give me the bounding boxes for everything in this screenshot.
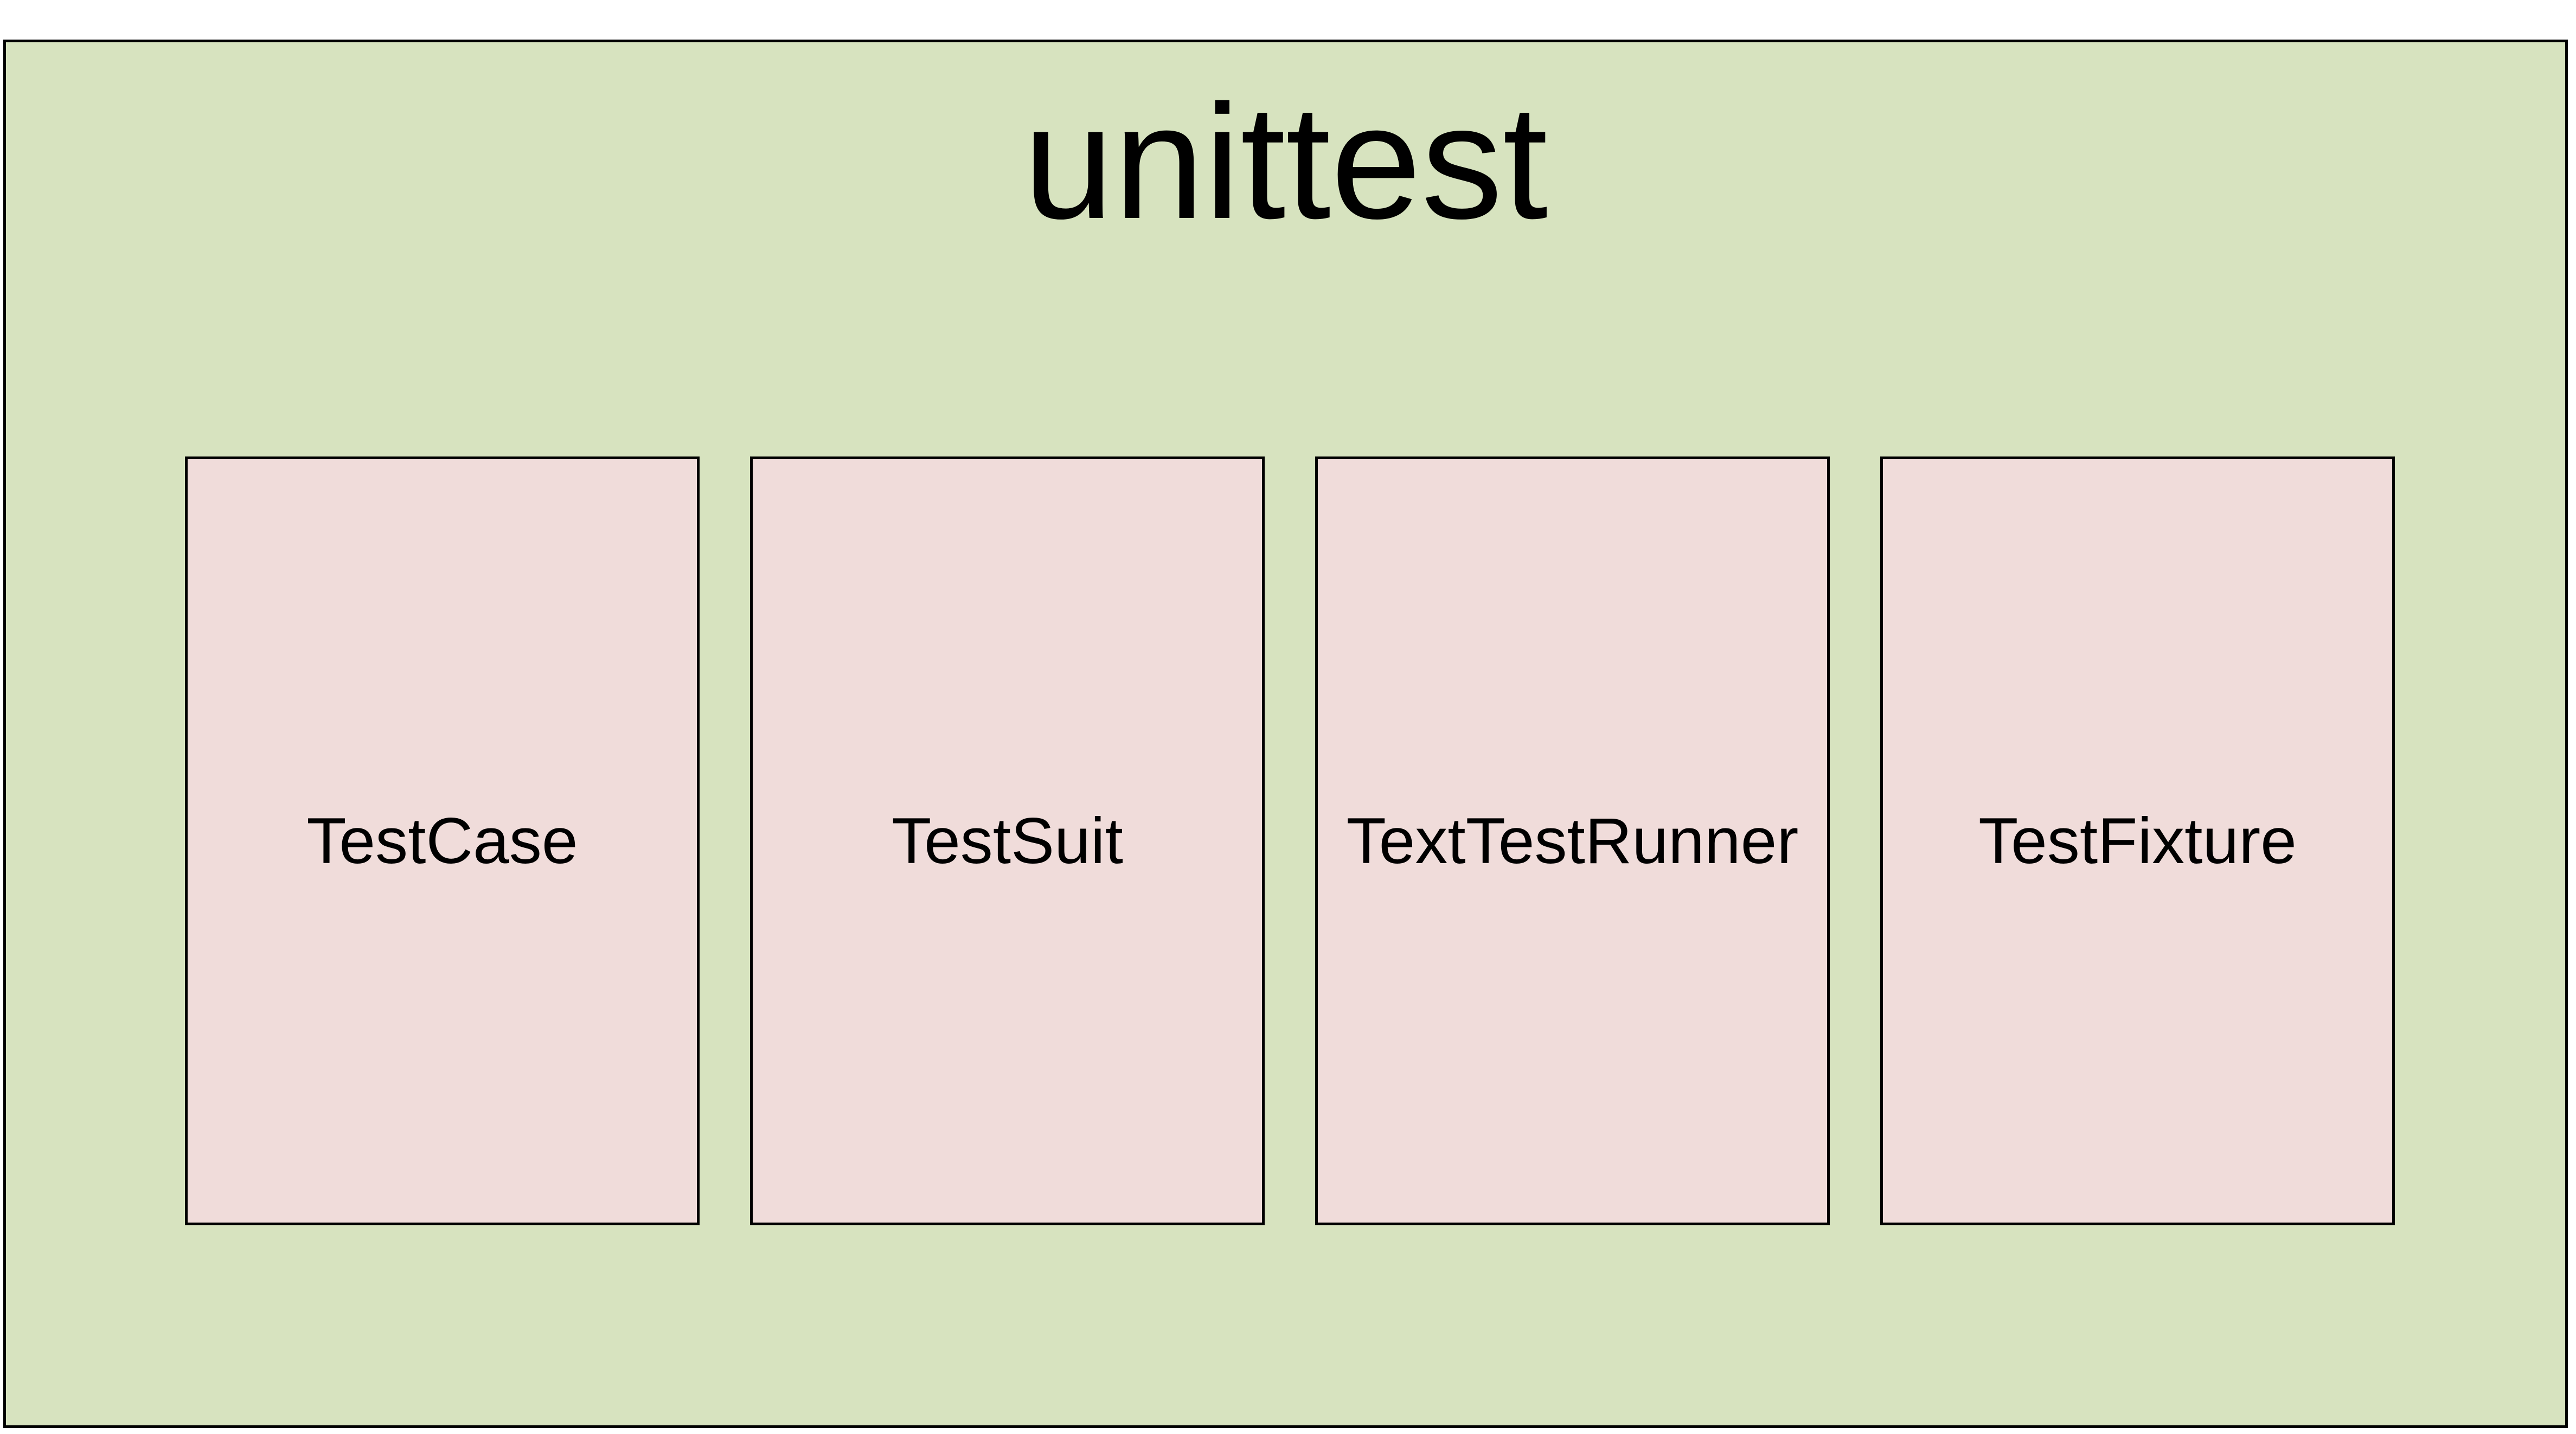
module-label: TestCase bbox=[306, 805, 578, 877]
diagram-title: unittest bbox=[1023, 70, 1548, 253]
module-box-testsuit: TestSuit bbox=[750, 456, 1265, 1225]
module-box-testfixture: TestFixture bbox=[1880, 456, 2395, 1225]
module-label: TestSuit bbox=[892, 805, 1123, 877]
module-label: TestFixture bbox=[1978, 805, 2297, 877]
unittest-container: unittest TestCase TestSuit TextTestRunne… bbox=[3, 40, 2568, 1428]
module-label: TextTestRunner bbox=[1346, 805, 1799, 877]
module-box-texttestrunner: TextTestRunner bbox=[1315, 456, 1830, 1225]
module-box-testcase: TestCase bbox=[185, 456, 700, 1225]
